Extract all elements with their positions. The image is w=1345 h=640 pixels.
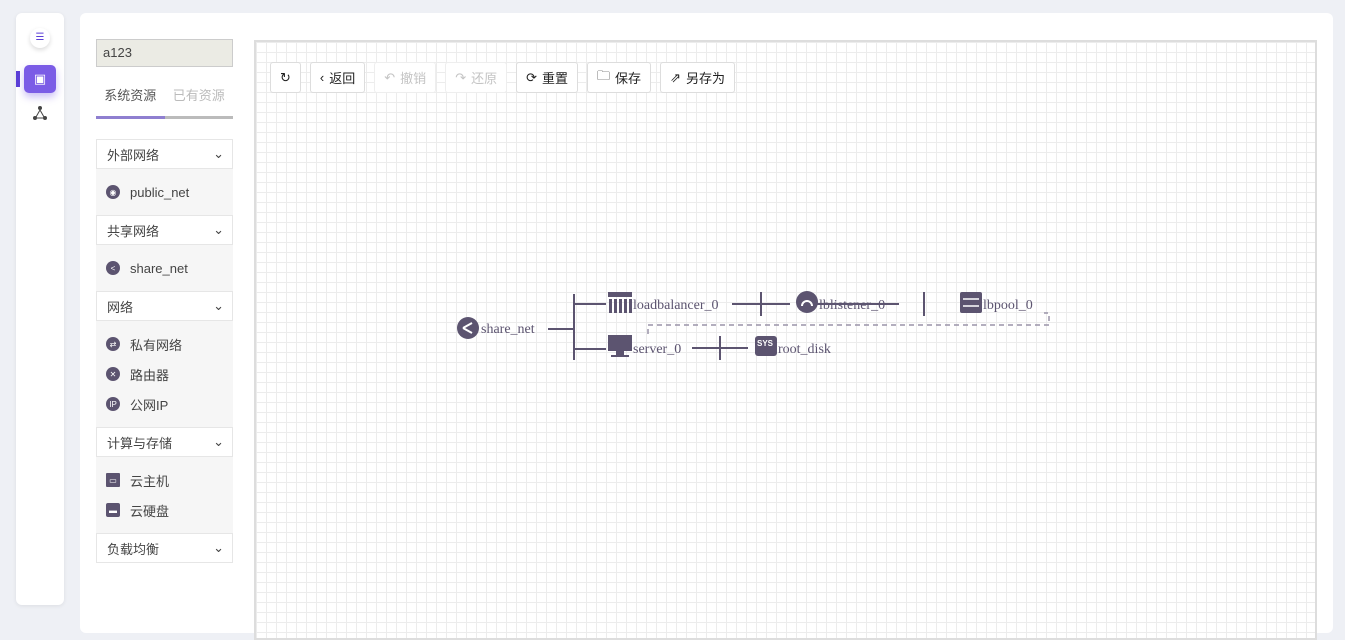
chevron-down-icon: ⌄ — [213, 146, 224, 161]
node-label: lblistener_0 — [819, 298, 885, 313]
tab-existing-resources[interactable]: 已有资源 — [172, 88, 225, 103]
main-panel: a123 系统资源 已有资源 外部网络 ⌄ ◉ public_net 共享网络 ⌄ <… — [80, 13, 1333, 640]
router-icon: ✕ — [106, 367, 120, 381]
group-title: 外部网络 — [107, 147, 160, 163]
group-header[interactable]: 计算与存储 ⌄ — [96, 427, 233, 457]
node-lbpool[interactable]: lbpool_0 — [960, 292, 1033, 313]
group-header[interactable]: 外部网络 ⌄ — [96, 139, 233, 169]
folder-icon: 🗀 — [597, 67, 611, 83]
refresh-icon: ↻ — [280, 69, 291, 85]
item-label: 私有网络 — [130, 337, 183, 353]
resource-tabs: 系统资源 已有资源 — [96, 81, 233, 119]
save-button[interactable]: 🗀 保存 — [587, 62, 652, 93]
canvas-nav-icon[interactable]: ▣ — [24, 65, 56, 93]
active-indicator — [16, 71, 20, 87]
group-title: 网络 — [107, 299, 134, 315]
public-ip-icon: IP — [106, 397, 120, 411]
resource-item[interactable]: ✕ 路由器 — [96, 359, 233, 389]
chevron-down-icon: ⌄ — [213, 434, 224, 449]
group-external-network: 外部网络 ⌄ ◉ public_net — [96, 139, 233, 215]
back-button[interactable]: ‹ 返回 — [309, 62, 366, 93]
chevron-left-icon: ‹ — [319, 70, 325, 85]
project-name-input[interactable]: a123 — [96, 39, 233, 67]
item-label: share_net — [130, 260, 188, 276]
resource-item[interactable]: ▬ 云硬盘 — [96, 495, 233, 525]
resource-item[interactable]: ⇄ 私有网络 — [96, 329, 233, 359]
private-network-icon: ⇄ — [106, 337, 120, 351]
chevron-down-icon: ⌄ — [213, 222, 224, 237]
globe-icon: ◉ — [106, 185, 120, 199]
left-nav: ☰ ▣ — [16, 13, 64, 605]
group-title: 计算与存储 — [107, 435, 173, 451]
group-header[interactable]: 网络 ⌄ — [96, 291, 233, 321]
resource-item[interactable]: < share_net — [96, 253, 233, 283]
group-title: 共享网络 — [107, 223, 160, 239]
node-lblistener[interactable]: lblistener_0 — [796, 291, 885, 313]
redo-label: 还原 — [471, 71, 498, 86]
node-loadbalancer[interactable]: loadbalancer_0 — [608, 292, 719, 313]
save-as-button[interactable]: ⇗ 另存为 — [660, 62, 735, 93]
item-label: 云主机 — [130, 473, 170, 489]
refresh-button[interactable]: ↻ — [270, 62, 301, 93]
group-header[interactable]: 共享网络 ⌄ — [96, 215, 233, 245]
group-network: 网络 ⌄ ⇄ 私有网络 ✕ 路由器 IP 公网IP — [96, 291, 233, 427]
redo-icon: ↷ — [455, 69, 467, 85]
chevron-down-icon: ⌄ — [213, 298, 224, 313]
resource-item[interactable]: ◉ public_net — [96, 177, 233, 207]
group-header[interactable]: 负载均衡 ⌄ — [96, 533, 233, 563]
item-label: public_net — [130, 184, 190, 200]
disk-icon: ▬ — [106, 503, 120, 517]
topology-canvas[interactable]: ↻ ‹ 返回 ↶ 撤销 ↷ 还原 ⟳ 重置 🗀 保存 ⇗ 另存为 share_net — [254, 40, 1317, 640]
resource-item[interactable]: ▭ 云主机 — [96, 465, 233, 495]
item-label: 路由器 — [130, 367, 170, 383]
item-label: 云硬盘 — [130, 503, 170, 519]
group-shared-network: 共享网络 ⌄ < share_net — [96, 215, 233, 291]
item-label: 公网IP — [130, 397, 169, 413]
tab-system-resources[interactable]: 系统资源 — [104, 88, 157, 103]
node-server[interactable]: server_0 — [608, 335, 681, 357]
menu-toggle-icon[interactable]: ☰ — [30, 28, 50, 48]
save-label: 保存 — [615, 71, 642, 86]
node-label: lbpool_0 — [983, 298, 1033, 313]
sys-badge: SYS — [757, 339, 774, 348]
group-load-balancing: 负载均衡 ⌄ — [96, 533, 233, 563]
node-label: server_0 — [633, 342, 681, 357]
node-root-disk[interactable]: SYS root_disk — [755, 336, 831, 357]
node-label: share_net — [481, 322, 535, 337]
node-label: root_disk — [778, 342, 831, 357]
export-icon: ⇗ — [670, 69, 681, 85]
back-label: 返回 — [329, 71, 356, 86]
server-icon: ▭ — [106, 473, 120, 487]
undo-icon: ↶ — [384, 69, 396, 85]
chevron-down-icon: ⌄ — [213, 540, 224, 555]
sync-icon: ⟳ — [526, 69, 538, 85]
toolbar: ↻ ‹ 返回 ↶ 撤销 ↷ 还原 ⟳ 重置 🗀 保存 ⇗ 另存为 — [270, 62, 735, 93]
redo-button[interactable]: ↷ 还原 — [445, 62, 508, 93]
undo-label: 撤销 — [400, 71, 427, 86]
reset-button[interactable]: ⟳ 重置 — [516, 62, 579, 93]
topology-diagram: share_net loadbalancer_0 lblistener_0 lb… — [457, 291, 1050, 360]
topology-nav-icon[interactable] — [30, 105, 50, 125]
share-icon: < — [106, 261, 120, 275]
node-share-net[interactable]: share_net — [457, 317, 535, 339]
resource-item[interactable]: IP 公网IP — [96, 389, 233, 419]
save-as-label: 另存为 — [685, 71, 725, 86]
reset-label: 重置 — [542, 71, 569, 86]
node-label: loadbalancer_0 — [633, 298, 719, 313]
resource-sidebar: a123 系统资源 已有资源 外部网络 ⌄ ◉ public_net 共享网络 ⌄ <… — [96, 39, 233, 563]
undo-button[interactable]: ↶ 撤销 — [374, 62, 437, 93]
group-compute-storage: 计算与存储 ⌄ ▭ 云主机 ▬ 云硬盘 — [96, 427, 233, 533]
group-title: 负载均衡 — [107, 541, 160, 557]
